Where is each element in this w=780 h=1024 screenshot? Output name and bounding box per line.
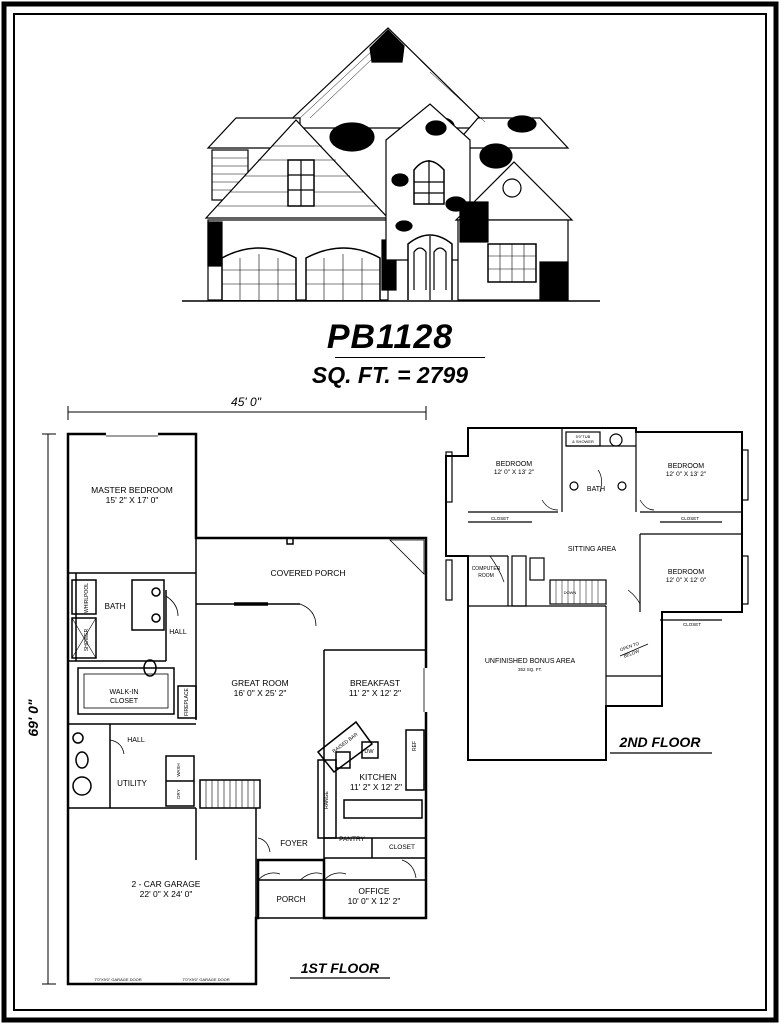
- tub-shower-label-1: 5'0"TUB: [576, 434, 591, 439]
- walk-in-closet-label-1: WALK-IN: [110, 689, 139, 696]
- hall-lower-label: HALL: [127, 737, 145, 744]
- closet-lower-label: CLOSET: [683, 622, 701, 627]
- garage-door-left-label: 7'0"X9'0" GARAGE DOOR: [94, 977, 141, 982]
- bonus-area-size: 352 SQ. FT.: [518, 667, 542, 672]
- bath-2nd-label: BATH: [587, 486, 605, 493]
- dw-label: DW: [364, 749, 374, 755]
- width-dimension: 45' 0": [231, 395, 262, 409]
- down-label: DOWN: [564, 590, 577, 595]
- first-floor-label: 1ST FLOOR: [301, 960, 380, 976]
- great-room-label: GREAT ROOM: [231, 678, 288, 688]
- garage-door-right-label: 7'0"X9'0" GARAGE DOOR: [182, 977, 229, 982]
- bath-label: BATH: [105, 602, 126, 611]
- depth-dimension: 69' 0": [25, 699, 41, 737]
- walk-in-closet-label-2: CLOSET: [110, 698, 139, 705]
- bedroom-right-size: 12' 0" X 13' 2": [666, 471, 707, 478]
- breakfast-size: 11' 2" X 12' 2": [349, 688, 401, 698]
- computer-room-label-2: ROOM: [478, 573, 494, 579]
- wash-label: WASH: [176, 763, 181, 776]
- bonus-area-label: UNFINISHED BONUS AREA: [485, 658, 576, 665]
- first-floor-plan: 45' 0" 69' 0" MASTER BEDROOM 15' 2" X 17…: [25, 395, 428, 986]
- hall-upper-label: HALL: [169, 629, 187, 636]
- bedroom-left-label: BEDROOM: [496, 461, 532, 468]
- square-footage: SQ. FT. = 2799: [311, 362, 469, 388]
- bedroom-lower-size: 12' 0" X 12' 0": [666, 577, 707, 584]
- utility-label: UTILITY: [117, 779, 147, 788]
- plan-code: PB1128: [326, 318, 454, 356]
- garage-label: 2 - CAR GARAGE: [132, 879, 201, 889]
- porch-label: PORCH: [277, 895, 306, 904]
- second-floor-label: 2ND FLOOR: [619, 734, 702, 750]
- shower-label: SHOWER: [84, 628, 90, 651]
- closet-right-label: CLOSET: [681, 516, 699, 521]
- whirlpool-label: WHIRLPOOL: [84, 583, 90, 613]
- computer-room-label-1: COMPUTER: [472, 566, 501, 572]
- plan-code-underline: [335, 357, 485, 358]
- master-bedroom-label: MASTER BEDROOM: [91, 485, 173, 495]
- bedroom-left-size: 12' 0" X 13' 2": [494, 469, 535, 476]
- dry-label: DRY: [176, 789, 181, 798]
- great-room-size: 16' 0" X 25' 2": [234, 688, 287, 698]
- closet-left-label: CLOSET: [491, 516, 509, 521]
- bedroom-right-label: BEDROOM: [668, 463, 704, 470]
- kitchen-size: 11' 2" X 12' 2": [350, 782, 402, 792]
- fireplace-label: FIREPLACE: [184, 687, 190, 715]
- office-label: OFFICE: [358, 886, 389, 896]
- closet-label: CLOSET: [389, 844, 415, 851]
- foyer-label: FOYER: [280, 839, 308, 848]
- open-to-below-label-1: OPEN TO: [619, 641, 640, 653]
- front-elevation: [182, 27, 600, 302]
- bedroom-lower-label: BEDROOM: [668, 569, 704, 576]
- master-bedroom-size: 15' 2" X 17' 0": [106, 495, 159, 505]
- sitting-area-label: SITTING AREA: [568, 546, 617, 553]
- garage-size: 22' 0" X 24' 0": [140, 889, 193, 899]
- inner-border: [13, 13, 767, 1011]
- office-size: 10' 0" X 12' 2": [348, 896, 401, 906]
- tub-shower-label-2: & SHOWER: [572, 439, 594, 444]
- covered-porch-label: COVERED PORCH: [270, 568, 345, 578]
- second-floor-plan: BEDROOM 12' 0" X 13' 2" BEDROOM 12' 0" X…: [445, 427, 749, 761]
- breakfast-label: BREAKFAST: [350, 678, 400, 688]
- kitchen-label: KITCHEN: [359, 772, 396, 782]
- open-to-below-label-2: BELOW: [623, 648, 641, 659]
- ref-label: REF: [412, 741, 418, 751]
- raised-bar-label: RAISED BAR: [331, 731, 359, 754]
- range-label: RANGE: [324, 790, 330, 808]
- pantry-label: PANTRY: [339, 836, 365, 843]
